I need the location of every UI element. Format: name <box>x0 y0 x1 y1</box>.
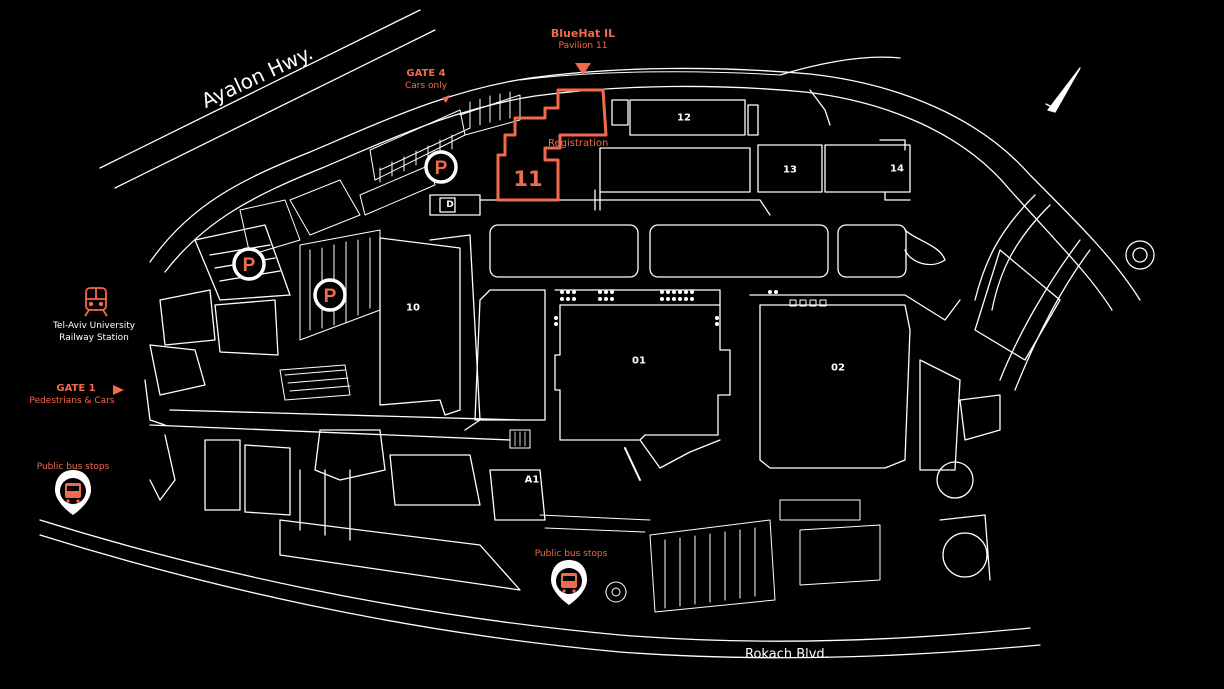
bus-icon <box>561 573 577 593</box>
courtyard <box>474 289 546 421</box>
svg-text:P: P <box>324 286 337 307</box>
building-d-label: D <box>446 199 454 210</box>
venue-name: Pavilion 11 <box>558 41 608 51</box>
building-east-of-11 <box>599 147 751 193</box>
east-buildings <box>919 359 1001 581</box>
pavilion-11-area-roads <box>429 194 771 216</box>
building-01 <box>554 304 731 441</box>
svg-text:P: P <box>243 255 256 276</box>
parking-icon: P <box>232 247 266 281</box>
building-13 <box>757 144 823 193</box>
north-parking-lots <box>239 91 521 256</box>
building-02-label: 02 <box>831 362 845 374</box>
bus-icon <box>65 483 81 503</box>
south-parking <box>539 499 881 613</box>
gate-4-title: GATE 4 <box>406 68 446 79</box>
building-02 <box>759 304 911 469</box>
registration-label: Registration <box>548 138 609 149</box>
north-arrow-icon <box>1045 67 1081 113</box>
central-parking <box>279 229 381 401</box>
west-buildings <box>144 224 546 591</box>
seating-dots <box>554 290 778 326</box>
pavilion-11-outline <box>496 88 608 202</box>
pavilion-11-number: 11 <box>513 167 543 191</box>
event-name: BlueHat IL <box>550 27 616 40</box>
building-12 <box>629 99 746 136</box>
parking-icon: P <box>424 150 458 184</box>
station-name-line2: Railway Station <box>59 333 129 343</box>
location-pin-icon <box>55 470 91 515</box>
building-12-label: 12 <box>677 112 691 124</box>
location-pin-icon <box>551 560 587 605</box>
parking-icon: P <box>313 278 347 312</box>
central-lawns <box>489 224 907 278</box>
rokach-blvd-label: Rokach Blvd. <box>745 647 829 662</box>
bus-stops-left-label: Public bus stops <box>36 462 110 472</box>
gate-1-subtitle: Pedestrians & Cars <box>29 396 115 406</box>
building-01-label: 01 <box>632 355 646 367</box>
road-near-10 <box>429 234 481 431</box>
building-14 <box>824 144 911 193</box>
ayalon-highway <box>99 9 436 189</box>
perimeter-roads <box>39 56 1141 659</box>
east-interchange <box>904 194 1155 391</box>
gate-4-subtitle: Cars only <box>404 81 448 91</box>
station-name-line1: Tel-Aviv University <box>52 321 136 331</box>
gate-1-arrow-icon <box>113 385 124 395</box>
building-10 <box>379 237 461 416</box>
venue-pointer-icon <box>575 63 591 75</box>
building-13-label: 13 <box>783 164 797 176</box>
gate-1-title: GATE 1 <box>56 383 96 394</box>
building-14-label: 14 <box>890 163 904 175</box>
gate-4-arrow-icon <box>442 95 450 103</box>
building-a1-label: A1 <box>524 474 540 486</box>
building-10-label: 10 <box>406 302 420 314</box>
train-icon <box>84 287 108 317</box>
svg-text:P: P <box>435 158 448 179</box>
bus-stops-bottom-label: Public bus stops <box>534 549 608 559</box>
